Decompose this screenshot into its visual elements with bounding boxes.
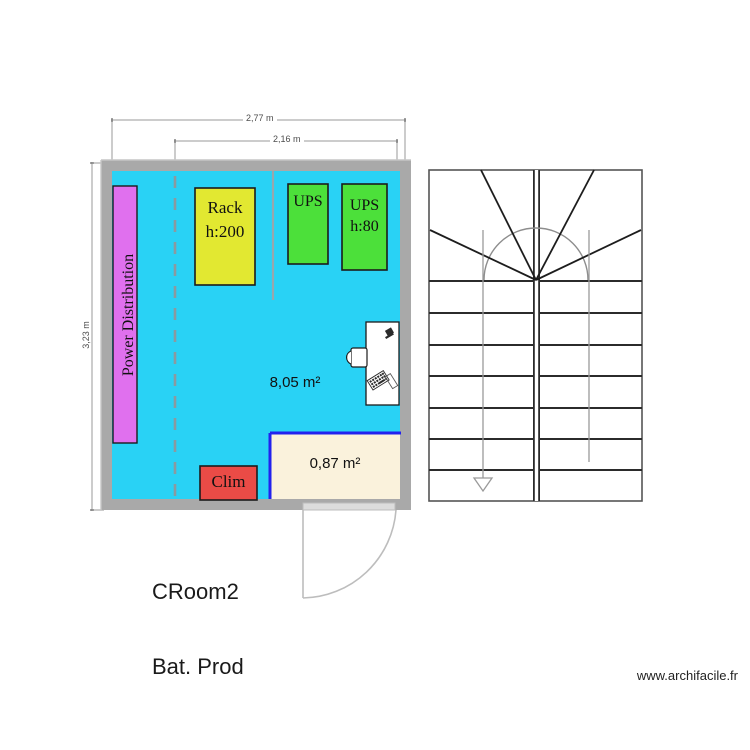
power-distribution-shape[interactable]	[112, 185, 138, 444]
stair-center-gap	[534, 170, 539, 501]
watermark-url: www.archifacile.fr	[636, 668, 738, 683]
chair-shape[interactable]	[346, 347, 368, 368]
stair-treads-right	[539, 280, 642, 471]
plan-title-line1: CRoom2	[152, 579, 239, 604]
stair-direction-arrow	[472, 477, 494, 493]
small-room-shape	[268, 431, 401, 499]
plan-title-line2: Bat. Prod	[152, 654, 244, 679]
dimension-label-overall-width: 2,77 m	[243, 113, 277, 123]
small-room-fill	[270, 432, 400, 499]
door-swing-arc	[302, 509, 397, 599]
clim-shape[interactable]	[199, 465, 258, 501]
stair-treads-left	[429, 280, 534, 471]
partition-marks	[173, 171, 275, 496]
furniture-shapes	[112, 183, 400, 501]
plan-title: CRoom2 Bat. Prod	[152, 529, 244, 729]
rack-shape[interactable]	[194, 187, 256, 286]
door-leaf[interactable]	[302, 502, 396, 511]
dimension-label-overall-height: 3,23 m	[80, 318, 91, 352]
ups-1-shape[interactable]	[287, 183, 329, 265]
entry-door[interactable]	[302, 502, 397, 599]
keyboard-icon	[366, 369, 399, 391]
computer-icon	[384, 327, 394, 340]
desk-shape[interactable]	[365, 321, 400, 406]
ups-2-shape[interactable]	[341, 183, 388, 271]
staircase[interactable]	[428, 169, 643, 502]
dimension-label-inner-width: 2,16 m	[270, 134, 304, 144]
